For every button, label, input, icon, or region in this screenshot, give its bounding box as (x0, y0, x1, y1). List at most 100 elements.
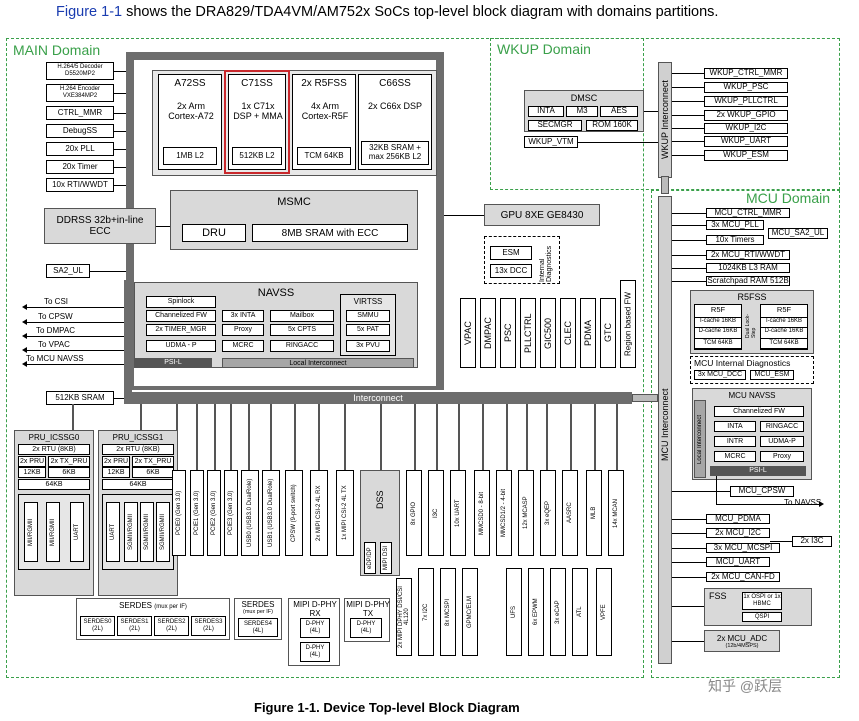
dmsc-aes: AES (600, 106, 638, 117)
ddrss-link (156, 226, 170, 227)
mcu-dual-lockstep: Dual Lock-Step (745, 314, 757, 338)
pru0-12kb: 12KB (18, 467, 46, 478)
wkup-domain-label: WKUP Domain (497, 41, 591, 57)
navss-mailbox: Mailbox (270, 310, 334, 322)
mcu-domain-label: MCU Domain (746, 190, 831, 206)
mcu-link (672, 519, 706, 520)
interconnect-stub (570, 404, 572, 470)
ddrss: DDRSS 32b+in-line ECC (44, 208, 156, 244)
mcu-r5f-0-dcache: D-cache 16KB (695, 327, 741, 334)
gpmc: GPMC/ELM (462, 568, 478, 656)
i3c: I3C (428, 470, 444, 556)
pru1-64kb: 64KB (102, 479, 174, 490)
mcu-domain-frame (651, 190, 840, 678)
mipi-dphy-tx-title: MIPI D-PHY TX (346, 600, 390, 618)
wkup-vtm: WKUP_VTM (524, 136, 578, 148)
to-cpsw-label: To CPSW (38, 312, 73, 321)
interconnect-stub (546, 404, 548, 470)
navss-mcrc: MCRC (222, 340, 264, 352)
pru1-pru: 2x PRU (102, 456, 130, 467)
serdes4-subtitle: (mux per IF) (243, 609, 273, 615)
dphy-tx-1: D-PHY (4L) (350, 618, 382, 638)
pcie3: PCIE3 (Gen 3.0) (224, 470, 238, 556)
dmsc-link (644, 111, 658, 112)
to-vpac-label: To VPAC (38, 340, 70, 349)
c71ss: C71SS 1x C71x DSP + MMA 512KB L2 (228, 74, 286, 170)
mcu-cpsw-link (672, 491, 730, 492)
mcu-r5f-0-name: R5F (710, 305, 726, 314)
mcu-navss-fw: Channelized FW (714, 406, 804, 417)
pru1-sgmii-b: SGMII/RGMII (140, 502, 154, 562)
pru1-uart: UART (106, 502, 120, 562)
h265-decoder: H.264/5 Decoder D5520MP2 (46, 62, 114, 80)
navss-ringacc: RINGACC (270, 340, 334, 352)
pru1-6kb: 6KB (132, 467, 174, 478)
mlb: MLB (586, 470, 602, 556)
mcu-i3c-link (770, 541, 792, 542)
wkup-uart: WKUP_UART (704, 136, 788, 147)
eqep: 3x eQEP (540, 470, 556, 556)
mcu-link (672, 281, 706, 282)
main-dcc: 13x DCC (490, 264, 532, 278)
pru0-title: PRU_ICSSG0 (28, 433, 80, 442)
interconnect-stub (230, 404, 232, 470)
pru0-rtu: 2x RTU (8KB) (18, 444, 90, 455)
mcu-navss-mcrc: MCRC (714, 451, 756, 462)
i2c: 7x I2C (418, 568, 434, 656)
sa2ul-link (90, 271, 126, 272)
interconnect-stub (458, 404, 460, 470)
interconnect-stub (214, 404, 216, 470)
mcu-navss-intr: INTR (714, 436, 756, 447)
pru0-6kb: 6KB (48, 467, 90, 478)
navss-timer-mgr: 2x TIMER_MGR (146, 324, 216, 336)
cpsw: CPSW (9-port switch) (285, 470, 303, 556)
region-based-fw: Region based FW (620, 280, 636, 368)
dphy-rx-2: D-PHY (4L) (300, 642, 330, 662)
main-internal-diag: Internal Diagnostics (539, 245, 553, 282)
serdes3: SERDES3(2L) (191, 616, 226, 636)
main-mcu-bridge (632, 394, 658, 402)
main-rti: 10x RTI/WWDT (46, 178, 114, 192)
to-mcu-navss-label: To MCU NAVSS (26, 354, 84, 363)
epwm: 6x EPWM (528, 568, 544, 656)
mcu-psil-line (716, 476, 717, 504)
wkup-link (672, 115, 704, 116)
navss-cpts: 5x CPTS (270, 324, 334, 336)
dmsc-title: DMSC (570, 93, 598, 103)
uart: 10x UART (450, 470, 466, 556)
main-sa2ul: SA2_UL (46, 264, 90, 278)
mcu-i2c: 2x MCU_I2C (706, 528, 770, 538)
mcan: 14x MCAN (608, 470, 624, 556)
msmc-dru: DRU (182, 224, 246, 242)
interconnect-vertical-left (124, 280, 132, 404)
mcu-link (672, 268, 706, 269)
mcu-link (672, 548, 706, 549)
main-esm: ESM (490, 246, 532, 260)
wkup-ctrl-mmr: WKUP_CTRL_MMR (704, 68, 788, 79)
virtss-pat: 5x PAT (346, 324, 390, 336)
virtss-pvu: 3x PVU (346, 340, 390, 352)
main-diag-frame (484, 236, 560, 284)
pru0-rgmii-b: MII/RGMII (46, 502, 60, 562)
mcu-adc-subtitle: (12b/4MSPS) (725, 642, 759, 649)
psc: PSC (500, 298, 516, 368)
interconnect-stub (506, 404, 508, 470)
c66ss-title: C66SS (379, 78, 411, 89)
mcu-esm: MCU_ESM (750, 370, 794, 380)
c71ss-l2: 512KB L2 (232, 147, 282, 165)
main-sram-512: 512KB SRAM (46, 391, 114, 405)
mcu-interconnect (658, 196, 672, 664)
mcu-adc: 2x MCU_ADC (12b/4MSPS) (704, 630, 780, 652)
figure-link[interactable]: Figure 1-1 (56, 4, 123, 20)
navss-proxy: Proxy (222, 324, 264, 336)
wkup-link (672, 87, 704, 88)
mcu-can-fd: 2x MCU_CAN-FD (706, 572, 780, 582)
mipi-dphy-rx-title: MIPI D-PHY RX (293, 600, 337, 618)
mcu-link (672, 255, 706, 256)
c71ss-cpu: 1x C71x DSP + MMA (233, 101, 283, 121)
gtc: GTC (600, 298, 616, 368)
interconnect-stub (616, 404, 618, 470)
pcie2: PCIE2 (Gen 3.0) (207, 470, 221, 556)
wkup-link (672, 155, 704, 156)
mcu-navss-udma: UDMA-P (760, 436, 804, 447)
